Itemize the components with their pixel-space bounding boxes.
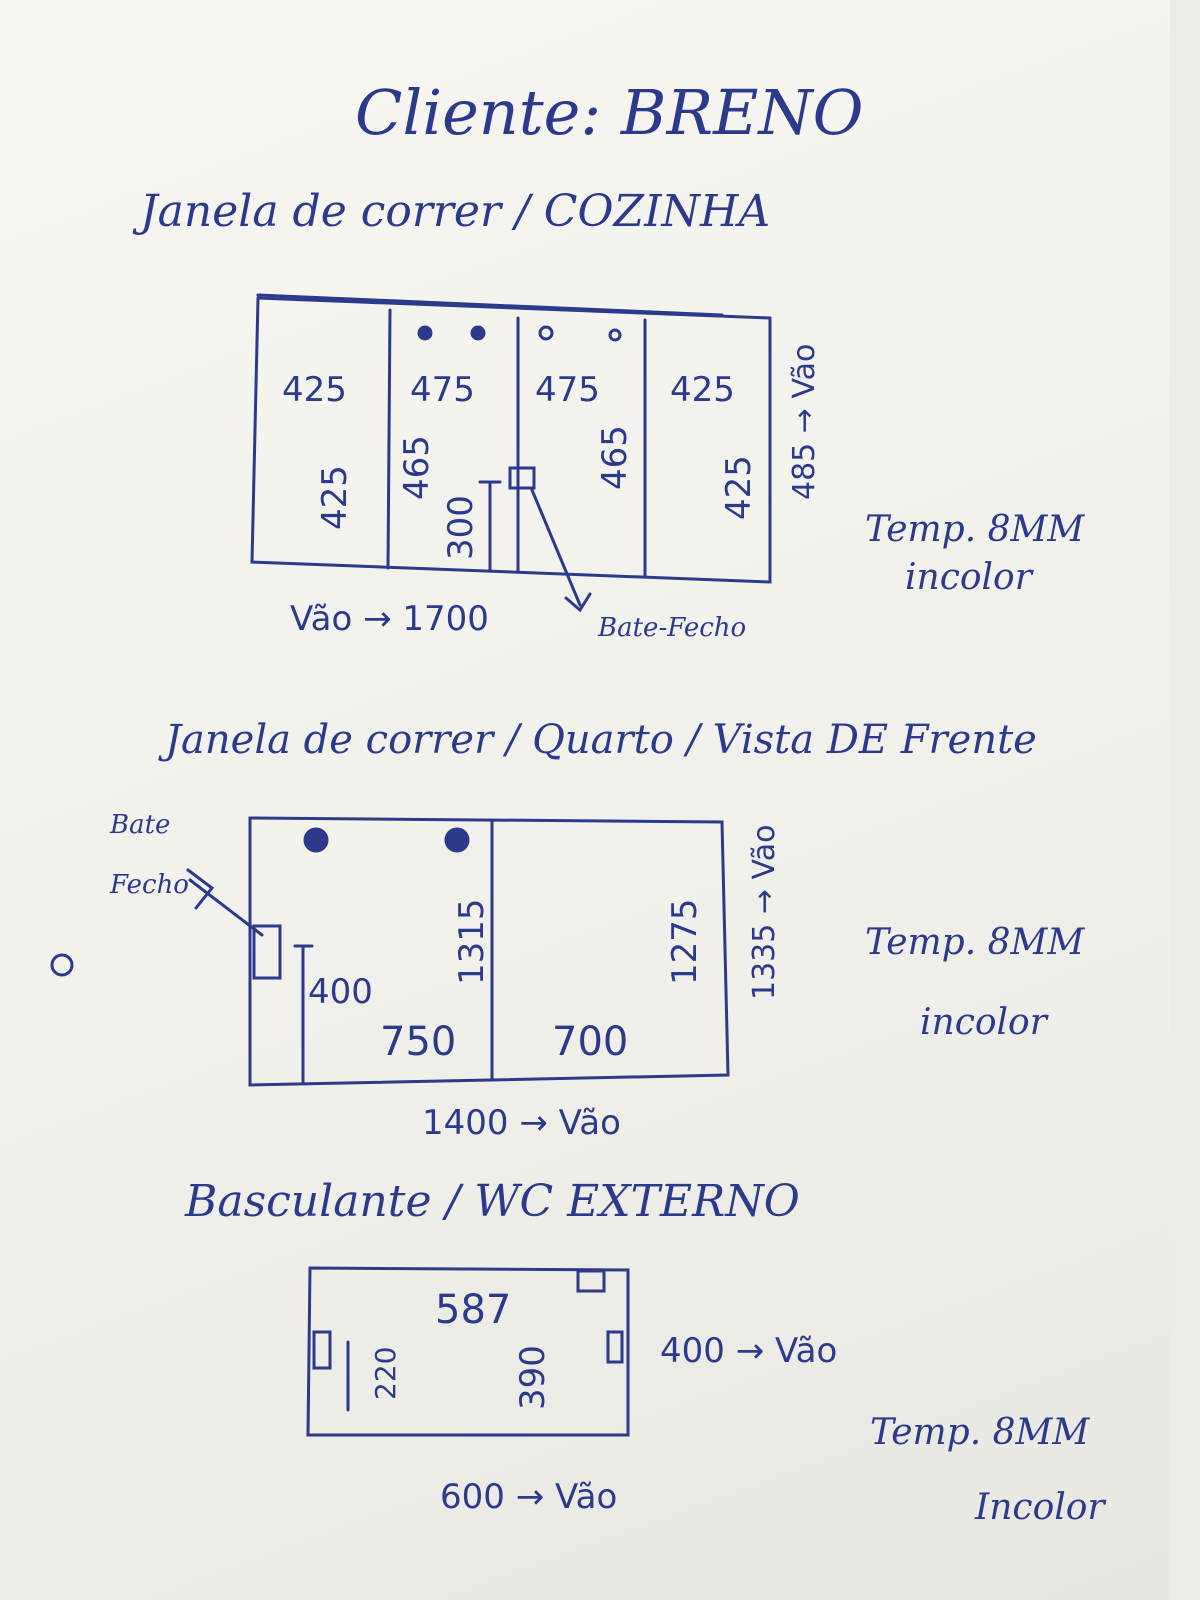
window3-inner-height: 390 xyxy=(513,1345,553,1410)
window2-right-panel-height: 1275 xyxy=(665,898,705,985)
window3-frame xyxy=(306,1266,630,1437)
window2-lock-label-1: Bate xyxy=(110,810,171,840)
paper-sheet xyxy=(0,0,1170,1600)
window1-panel3-height: 465 xyxy=(595,425,635,490)
window1-right-height: 485 → Vão xyxy=(787,343,822,500)
window1-panel4-width: 425 xyxy=(670,370,735,410)
window1-panel2-width: 475 xyxy=(410,370,475,410)
window2-right-height: 1335 → Vão xyxy=(747,824,782,1001)
window2-glass-note-2: incolor xyxy=(920,1002,1047,1043)
window1-glass-note-1: Temp. 8MM xyxy=(865,509,1085,550)
window1-lock-label: Bate-Fecho xyxy=(598,613,747,643)
window3-width-label: 600 → Vão xyxy=(440,1477,618,1517)
window3-glass-note-1: Temp. 8MM xyxy=(870,1412,1090,1453)
window1-panel1-width: 425 xyxy=(282,370,347,410)
window1-panel4-height: 425 xyxy=(719,455,759,520)
window3-right-height: 400 → Vão xyxy=(660,1331,838,1371)
window1-title: Janela de correr / COZINHA xyxy=(140,186,771,237)
window2-left-width: 750 xyxy=(380,1019,457,1065)
window2-title: Janela de correr / Quarto / Vista DE Fre… xyxy=(165,717,1037,763)
window3-left-height: 220 xyxy=(369,1346,402,1400)
client-name: Cliente: BRENO xyxy=(355,76,864,149)
window1-panel1-height: 425 xyxy=(315,465,355,530)
window1-glass-note-2: incolor xyxy=(905,557,1032,598)
window2-right-width: 700 xyxy=(552,1019,629,1065)
window1-frame xyxy=(250,293,772,584)
window3-top-width: 587 xyxy=(435,1287,512,1333)
window2-frame xyxy=(248,816,730,1087)
window1-lock-height: 300 xyxy=(441,495,481,560)
window1-panel3-width: 475 xyxy=(535,370,600,410)
window2-glass-note-1: Temp. 8MM xyxy=(865,922,1085,963)
window2-lock-label-2: Fecho xyxy=(110,870,189,900)
window2-left-panel-height: 1315 xyxy=(452,898,492,985)
window1-panel2-height: 465 xyxy=(397,435,437,500)
window3-title: Basculante / WC EXTERNO xyxy=(185,1176,800,1227)
window1-width-label: Vão → 1700 xyxy=(290,599,489,639)
window3-glass-note-2: Incolor xyxy=(975,1487,1105,1528)
window2-width-label: 1400 → Vão xyxy=(422,1103,621,1143)
window2-lock-height: 400 xyxy=(308,972,373,1012)
